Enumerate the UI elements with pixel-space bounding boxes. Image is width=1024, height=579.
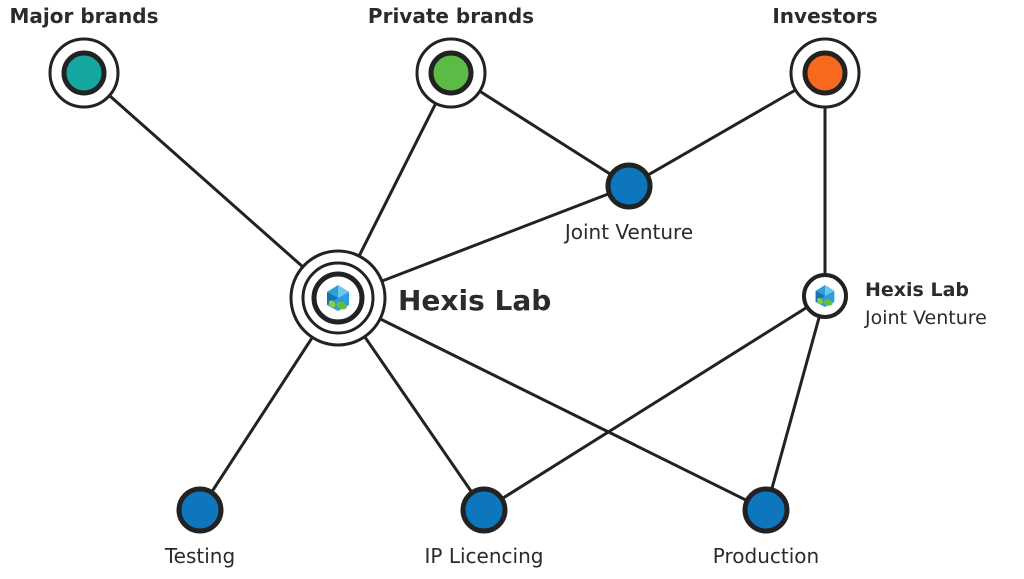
node-production-dot	[742, 486, 790, 534]
node-ip-licencing-dot	[460, 486, 508, 534]
node-testing: Testing	[164, 486, 235, 568]
node-private-brands-dot	[428, 50, 474, 96]
node-hexis-lab: Hexis Lab	[289, 249, 551, 347]
node-joint-venture-dot	[605, 162, 653, 210]
node-production: Production	[713, 486, 819, 568]
label-private-brands: Private brands	[368, 4, 534, 28]
label-hexis-lab: Hexis Lab	[398, 284, 551, 317]
edge-hexisjv-production	[764, 294, 827, 512]
node-private-brands: Private brands	[368, 4, 534, 109]
edge-investors-jointventure	[627, 71, 827, 188]
edge-majorbrands-hexislab	[82, 71, 340, 300]
edge-hexisjv-iplicencing	[482, 294, 827, 512]
node-ip-licencing: IP Licencing	[425, 486, 544, 568]
node-testing-dot	[176, 486, 224, 534]
label-hexis-jv-line1: Hexis Lab	[865, 279, 969, 301]
node-investors-dot	[802, 50, 848, 96]
label-production: Production	[713, 544, 819, 568]
label-joint-venture: Joint Venture	[563, 220, 693, 244]
node-major-brands: Major brands	[10, 4, 159, 109]
node-investors: Investors	[772, 4, 878, 109]
node-major-brands-dot	[61, 50, 107, 96]
label-hexis-jv-line2: Joint Venture	[864, 307, 987, 329]
label-ip-licencing: IP Licencing	[425, 544, 544, 568]
edge-jointventure-hexislab	[336, 184, 631, 300]
node-hexis-jv: Hexis Lab Joint Venture	[802, 273, 987, 329]
label-major-brands: Major brands	[10, 4, 159, 28]
label-investors: Investors	[772, 4, 877, 28]
node-joint-venture: Joint Venture	[563, 162, 693, 244]
label-testing: Testing	[164, 544, 235, 568]
edge-hexislab-production	[336, 296, 768, 512]
